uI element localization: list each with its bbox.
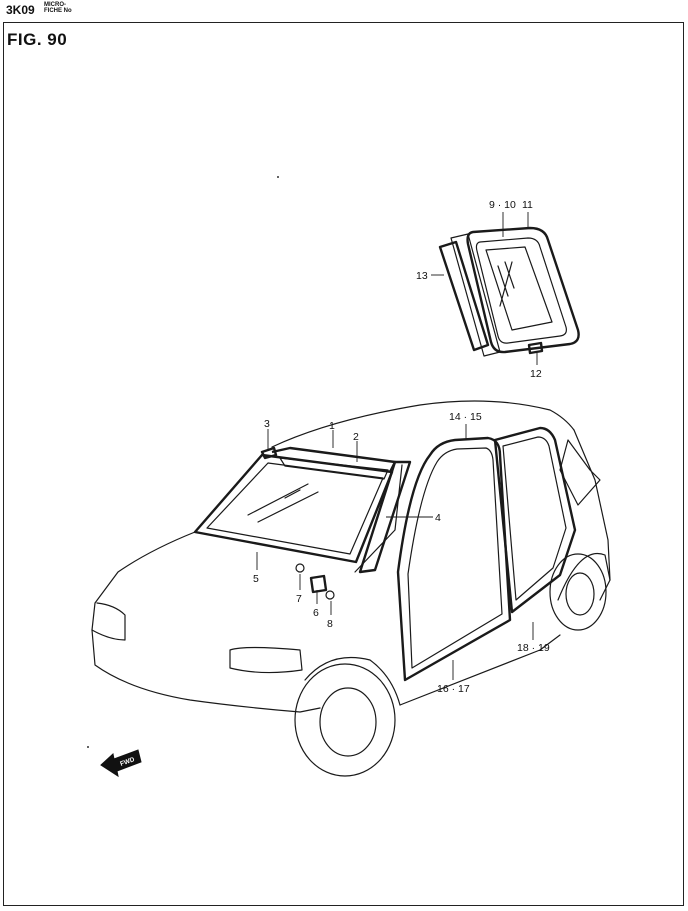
- quarter-window-seal-13: [438, 240, 490, 352]
- front-door-opening-weatherstrip-14-15: [396, 436, 512, 682]
- windshield-corner-piece-3: [260, 446, 278, 460]
- figure-title: FIG. 90: [7, 30, 68, 49]
- callout-2: 2: [353, 431, 359, 443]
- hood-outline: [91, 531, 196, 631]
- headlamp: [229, 646, 303, 674]
- fwd-arrow-shape: [100, 749, 142, 778]
- callout-5: 5: [253, 573, 259, 585]
- rear-wheel: [549, 553, 607, 631]
- front-grille: [91, 602, 126, 641]
- speck: [87, 746, 89, 748]
- leader-lines: [256, 212, 538, 680]
- quarter-glass-reflection: [497, 261, 515, 307]
- quarter-window-clip-12: [527, 341, 544, 355]
- rear-side-window: [559, 439, 601, 506]
- windshield-glass: [206, 462, 384, 555]
- callout-16-17: 16 · 17: [437, 683, 470, 695]
- quarter-window-assembly: [438, 226, 580, 357]
- a-pillar-line: [354, 464, 403, 573]
- front-door-opening-inner-16-17: [407, 447, 503, 669]
- microfiche-label-line2: FICHE No: [44, 8, 72, 14]
- windshield-assembly: [193, 446, 412, 600]
- callout-6: 6: [313, 607, 319, 619]
- rear-wheel-rim: [565, 572, 595, 616]
- rocker-panel: [399, 634, 561, 706]
- quarter-window-moulding: [450, 233, 501, 357]
- callout-1: 1: [329, 420, 335, 432]
- callout-labels: 1 2 3 4 5 6 7 8 9 · 10 11 12 13 14 · 15 …: [253, 199, 550, 695]
- microfiche-label-line1: MICRO-: [44, 2, 66, 8]
- callout-14-15: 14 · 15: [449, 411, 482, 423]
- forward-direction-arrow: FWD: [100, 749, 142, 778]
- car-body: [91, 400, 611, 777]
- callout-18-19: 18 · 19: [517, 642, 550, 654]
- callout-9-10: 9 · 10: [489, 199, 516, 211]
- callout-8: 8: [327, 618, 333, 630]
- front-wheel: [294, 663, 396, 777]
- quarter-window-glass: [475, 237, 567, 344]
- callout-7: 7: [296, 593, 302, 605]
- catalog-code: 3K09: [6, 3, 35, 17]
- body-rear-side: [573, 429, 611, 601]
- windshield-reflection: [247, 483, 319, 523]
- rear-wheel-arch: [557, 552, 611, 601]
- callout-12: 12: [530, 368, 542, 380]
- drain-plug-7: [295, 563, 305, 573]
- front-wheel-arch: [304, 656, 401, 706]
- windshield-side-moulding-4: [358, 460, 412, 574]
- door-weatherstrips: [396, 426, 577, 682]
- rear-door-opening-weatherstrip-18-19: [493, 426, 577, 614]
- callout-11: 11: [522, 199, 533, 211]
- front-wheel-rim: [319, 687, 377, 757]
- fwd-arrow-label: FWD: [119, 756, 136, 768]
- microfiche-label: MICRO- FICHE No: [44, 2, 72, 14]
- quarter-window-inner-edge: [485, 246, 553, 331]
- front-bumper: [91, 629, 321, 713]
- quarter-window-outer-frame: [466, 226, 580, 354]
- retainer-clip-6: [309, 574, 328, 594]
- roof-outline: [271, 400, 575, 448]
- callout-13: 13: [416, 270, 428, 282]
- callout-4: 4: [435, 512, 441, 524]
- rear-door-opening-inner: [502, 436, 567, 601]
- speck: [277, 176, 279, 178]
- grommet-8: [325, 590, 335, 600]
- roof-drip-moulding-2: [279, 457, 389, 480]
- callout-3: 3: [264, 418, 270, 430]
- rear-door-lower-edge: [511, 574, 561, 613]
- figure-frame: [3, 22, 684, 906]
